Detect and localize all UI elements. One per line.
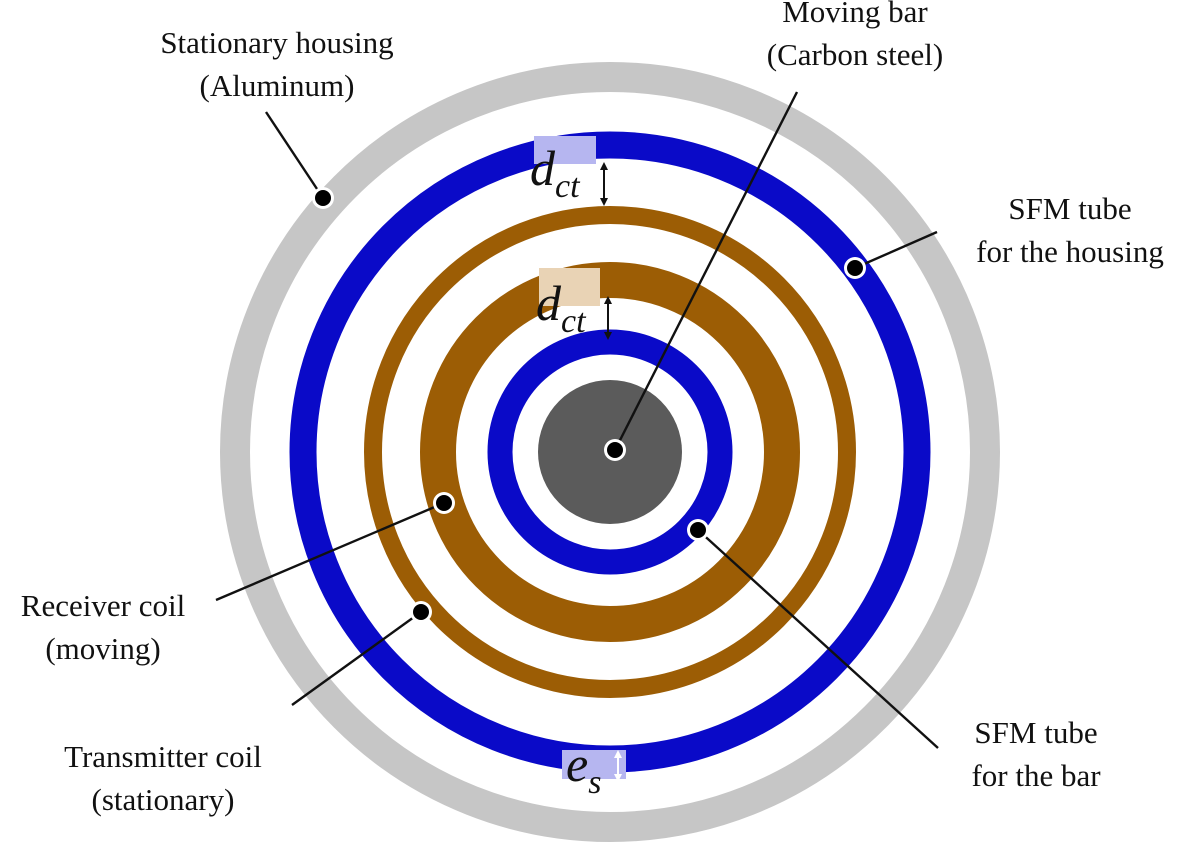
sfm-bar-label-line2: for the bar [971,758,1101,793]
dct-lower-sub: ct [561,303,587,340]
receiver-label-line2: (moving) [45,631,160,666]
es-sub: s [588,764,601,801]
bar-label-line2: (Carbon steel) [767,37,943,72]
housing-label-line2: (Aluminum) [200,68,355,103]
receiver-coil-ring [420,262,800,642]
leader-dots [312,187,866,623]
dot-sfm-housing [847,260,863,276]
housing-label-line1: Stationary housing [160,25,393,60]
dct-lower-main: d [536,275,562,331]
dot-sfm-bar [690,522,706,538]
sfm-bar-label-line1: SFM tube [974,715,1097,750]
leader-housing [264,111,325,199]
leader-sfm-housing [854,230,938,270]
bar-label-line1: Moving bar [782,0,928,29]
dct-upper-sub: ct [555,168,581,205]
transmitter-coil-ring [364,206,856,698]
dot-receiver [436,495,452,511]
sfm-housing-gap-top [534,136,596,164]
dct-lower-label: dct [536,275,587,340]
stationary-housing-ring [220,62,1000,842]
dct-upper-label: dct [530,140,581,205]
sfm-housing-label-line2: for the housing [976,234,1164,269]
es-main: e [566,736,588,792]
dot-transmitter [413,604,429,620]
receiver-coil-gap-top [539,268,600,306]
leader-receiver [215,501,445,602]
leader-sfm-bar [697,529,939,749]
dct-upper-main: d [530,140,556,196]
leader-bar [613,91,799,451]
dot-housing [315,190,331,206]
dot-bar [607,442,623,458]
transmitter-label-line2: (stationary) [92,782,235,817]
es-label: es [566,736,601,801]
receiver-label-line1: Receiver coil [21,588,185,623]
sfm-housing-label-line1: SFM tube [1008,191,1131,226]
sfm-tube-bar-ring [487,329,733,575]
leader-transmitter [291,611,422,706]
transmitter-label-line1: Transmitter coil [64,739,262,774]
